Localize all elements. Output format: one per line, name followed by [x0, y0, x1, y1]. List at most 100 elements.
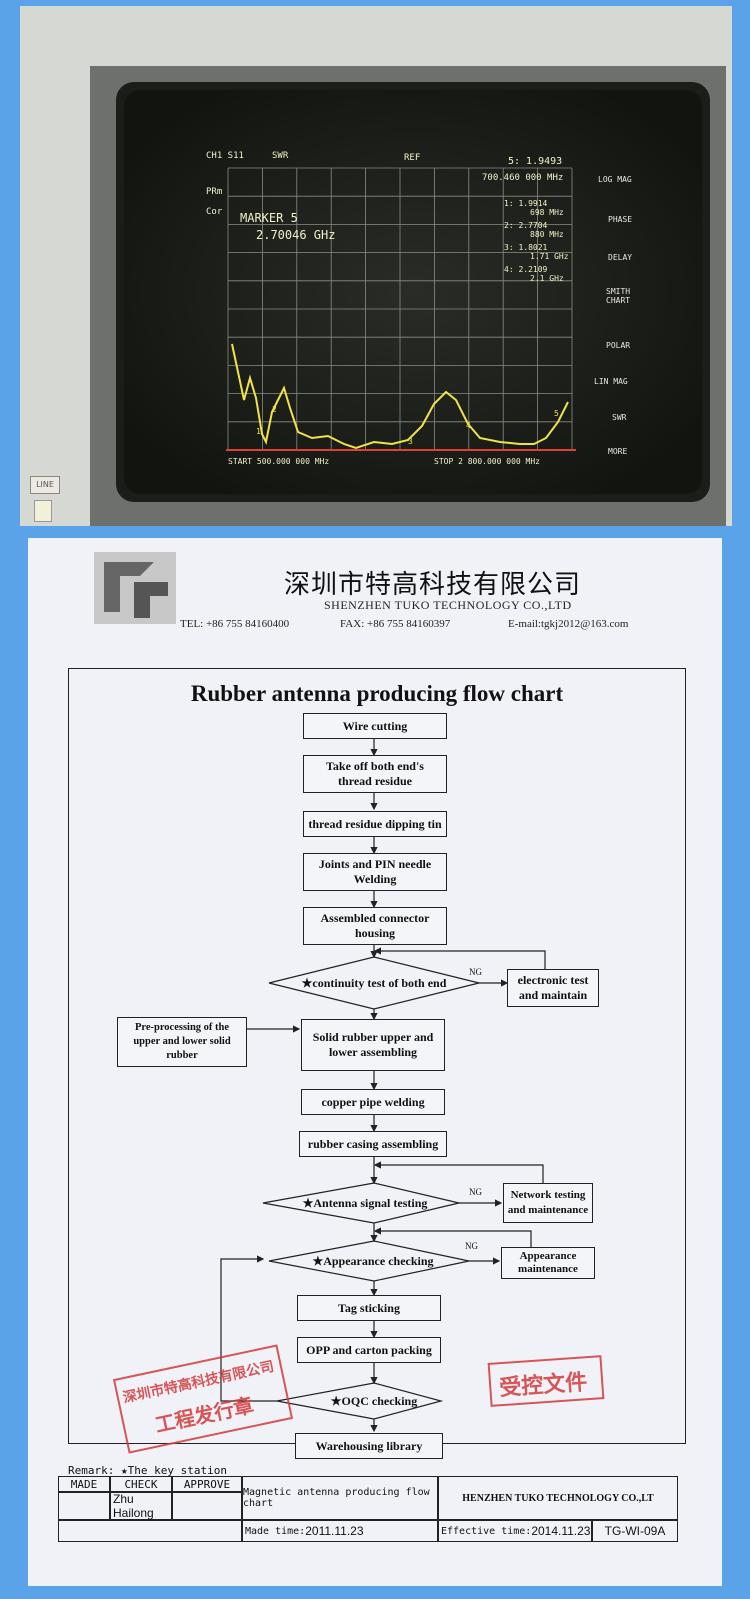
step-preprocess-line2: upper and lower solid — [133, 1036, 231, 1047]
step-solid-line2: lower assembling — [328, 1045, 418, 1059]
step-wire-cutting: Wire cutting — [303, 713, 447, 739]
footer-effective-time: Effective time: 2014.11.23 — [438, 1520, 592, 1542]
flow-connectors — [220, 739, 546, 1433]
step-take-off-line1: Take off both end's — [326, 759, 424, 773]
decision-continuity-label: continuity test of both end — [312, 976, 447, 990]
marker-flag: 3 — [408, 437, 413, 446]
marker-3-value: 3: 1.8021 — [504, 243, 548, 252]
step-dipping-tin: thread residue dipping tin — [303, 811, 447, 837]
flow-chart-frame: Rubber antenna producing flow chart — [68, 668, 686, 1459]
step-joints-welding: Joints and PIN needle Welding — [303, 853, 447, 891]
plot-grid — [227, 167, 573, 451]
analyzer-photo: CH1 S11 SWR REF 5: 1.9493 700.460 000 MH… — [20, 6, 732, 526]
decision-antenna-signal: ★Antenna signal testing — [275, 1196, 455, 1211]
decision-continuity: ★continuity test of both end — [279, 976, 469, 991]
marker-flag: 5 — [554, 409, 559, 418]
stop-frequency: STOP 2 800.000 000 MHz — [434, 457, 540, 466]
step-network-testing: Network testing and maintenance — [503, 1183, 593, 1223]
marker-2-value: 2: 2.7704 — [504, 221, 548, 230]
step-warehousing: Warehousing library — [295, 1433, 443, 1459]
step-take-off-residue: Take off both end's thread residue — [303, 755, 447, 793]
softkey-log-mag[interactable]: LOG MAG — [598, 175, 632, 184]
softkey-delay[interactable]: DELAY — [608, 253, 632, 262]
step-electronic-test: electronic test and maintain — [507, 969, 599, 1007]
marker-2-freq: 880 MHz — [530, 230, 564, 239]
step-appearance-m-line2: maintenance — [518, 1263, 578, 1275]
softkey-lin-mag[interactable]: LIN MAG — [594, 377, 628, 386]
softkey-swr[interactable]: SWR — [612, 413, 627, 422]
effective-time-value: 2014.11.23 — [531, 1524, 591, 1538]
step-assembled-line1: Assembled connector — [320, 911, 430, 925]
softkey-more[interactable]: MORE — [608, 447, 627, 456]
ng-label-signal: NG — [469, 1187, 482, 1197]
decision-appearance-label: Appearance checking — [323, 1254, 434, 1268]
step-copper-pipe: copper pipe welding — [301, 1089, 445, 1115]
marker-3-freq: 1.71 GHz — [530, 252, 569, 261]
telephone: TEL: +86 755 84160400 — [180, 618, 290, 630]
flow-chart-document: 深圳市特高科技有限公司 SHENZHEN TUKO TECHNOLOGY CO.… — [28, 538, 722, 1586]
softkey-smith[interactable]: SMITH — [606, 287, 630, 296]
header-frequency: 700.460 000 MHz — [482, 173, 563, 183]
made-time-value: 2011.11.23 — [305, 1524, 364, 1538]
marker-1-value: 1: 1.9914 — [504, 199, 548, 208]
marker-flag: 4 — [466, 421, 471, 430]
step-electronic-line1: electronic test — [517, 973, 589, 987]
ng-label-continuity: NG — [469, 967, 482, 977]
key-station-star: ★ — [330, 1394, 342, 1408]
step-solid-line1: Solid rubber upper and — [312, 1030, 434, 1044]
step-appearance-m-line1: Appearance — [519, 1250, 577, 1262]
step-assembled-line2: housing — [354, 926, 396, 940]
decision-appearance: ★Appearance checking — [283, 1254, 463, 1269]
key-station-star: ★ — [302, 1196, 314, 1210]
footer-company: HENZHEN TUKO TECHNOLOGY CO.,LT — [438, 1476, 678, 1520]
effective-time-label: Effective time: — [441, 1525, 532, 1537]
stamp-right-text: 受控文件 — [498, 1369, 589, 1402]
step-tag-sticking: Tag sticking — [297, 1295, 441, 1321]
screen-glass — [124, 90, 702, 494]
softkey-polar[interactable]: POLAR — [606, 341, 630, 350]
remark-note: Remark: ★The key station — [68, 1464, 227, 1477]
step-joints-line2: Welding — [353, 872, 397, 886]
footer-check-header: CHECK — [110, 1476, 172, 1492]
marker-title: MARKER 5 — [240, 211, 298, 225]
step-preprocessing: Pre-processing of the upper and lower so… — [117, 1017, 247, 1067]
company-name-en: SHENZHEN TUKO TECHNOLOGY CO.,LTD — [324, 598, 572, 612]
crt-screen: CH1 S11 SWR REF 5: 1.9493 700.460 000 MH… — [116, 82, 710, 502]
step-preprocess-line1: Pre-processing of the — [134, 1022, 230, 1033]
ng-label-appearance: NG — [465, 1241, 478, 1251]
step-network-line2: and maintenance — [507, 1204, 589, 1216]
softkey-chart[interactable]: CHART — [606, 296, 630, 305]
swr-trace — [231, 343, 569, 450]
footer-doc-number: TG-WI-09A — [592, 1520, 678, 1542]
footer-made-time: Made time: 2011.11.23 — [242, 1520, 438, 1542]
marker-value: 2.70046 GHz — [256, 228, 335, 242]
step-take-off-line2: thread residue — [338, 774, 412, 788]
footer-made-cell — [58, 1492, 110, 1520]
company-name-cn: 深圳市特高科技有限公司 — [284, 570, 582, 599]
key-station-star: ★ — [312, 1254, 324, 1268]
footer-approve-cell — [172, 1492, 242, 1520]
header-channel: CH1 S11 — [206, 151, 244, 161]
step-joints-line1: Joints and PIN needle — [318, 857, 432, 871]
step-appearance-maintenance: Appearance maintenance — [501, 1247, 595, 1279]
step-preprocess-line3: rubber — [166, 1050, 198, 1061]
step-electronic-line2: and maintain — [518, 988, 588, 1002]
header-ref: REF — [404, 153, 420, 163]
key-station-star: ★ — [301, 976, 313, 990]
line-label: LINE — [30, 476, 60, 494]
line-power-switch[interactable] — [34, 500, 52, 522]
footer-maker-name: Zhu Hailong — [110, 1492, 172, 1520]
decision-signal-label: Antenna signal testing — [313, 1196, 428, 1210]
company-logo — [94, 552, 176, 624]
marker-flag: 2 — [272, 405, 277, 414]
header-mode: SWR — [272, 151, 289, 161]
step-assembled-connector: Assembled connector housing — [303, 907, 447, 945]
label-cor: Cor — [206, 207, 223, 217]
marker-4-value: 4: 2.2109 — [504, 265, 548, 274]
footer-made-header: MADE — [58, 1476, 110, 1492]
step-network-line1: Network testing — [510, 1189, 586, 1201]
footer-doc-title: Magnetic antenna producing flow chart — [242, 1476, 438, 1520]
softkey-phase[interactable]: PHASE — [608, 215, 632, 224]
start-frequency: START 500.000 000 MHz — [228, 457, 329, 466]
